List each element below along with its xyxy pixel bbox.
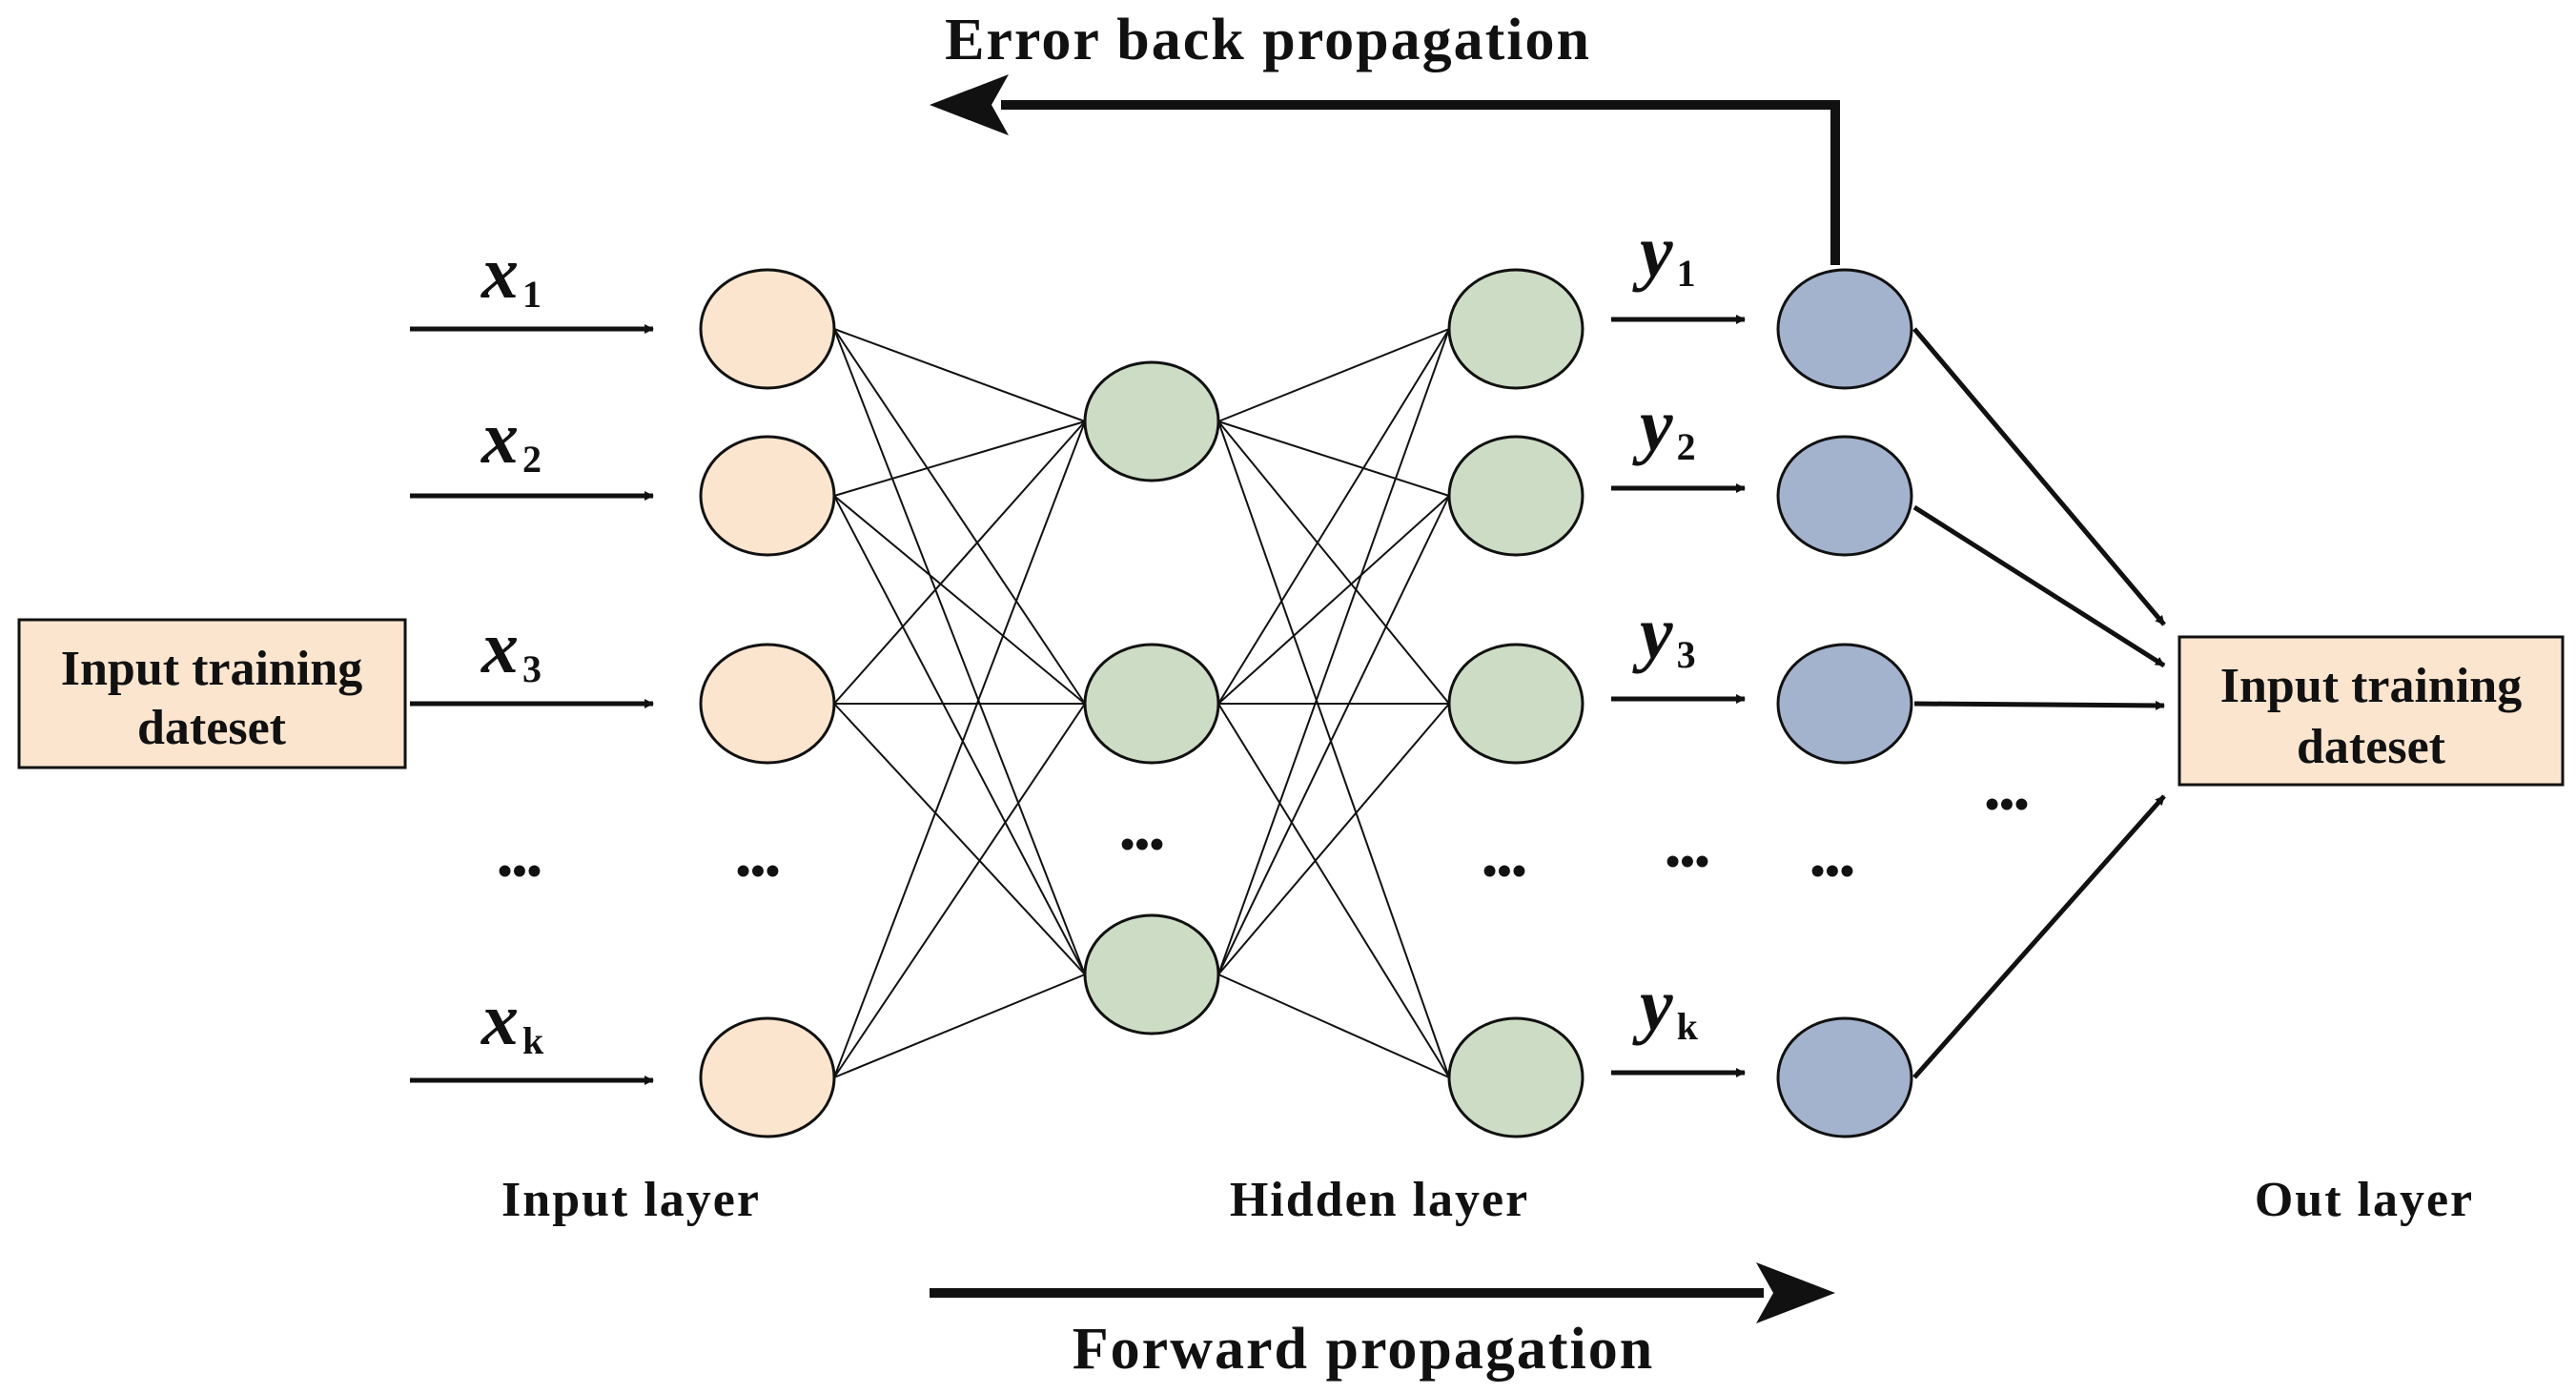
output-node-1 bbox=[1776, 268, 1913, 390]
connection-hidden1-0-hidden2-1 bbox=[1217, 420, 1450, 497]
svg-text:x1: x1 bbox=[480, 231, 542, 316]
ellipsis-to-box: ••• bbox=[1985, 781, 2029, 828]
input-node-4 bbox=[699, 1016, 836, 1138]
hidden2-node-1 bbox=[1447, 268, 1584, 390]
connection-hidden1-1-hidden2-1 bbox=[1217, 495, 1450, 705]
hidden1-node-2 bbox=[1083, 643, 1220, 765]
hidden2-node-3 bbox=[1447, 643, 1584, 765]
svg-text:yk: yk bbox=[1632, 963, 1699, 1048]
ellipsis-inputs: ••• bbox=[498, 848, 542, 894]
ellipsis-markers: ••• ••• ••• ••• ••• ••• ••• bbox=[498, 781, 2029, 894]
ellipsis-input-layer: ••• bbox=[736, 848, 780, 894]
connection-hidden1-0-hidden2-2 bbox=[1217, 420, 1450, 705]
output-node-3 bbox=[1776, 643, 1913, 765]
connection-input-1-hidden1-0 bbox=[833, 420, 1086, 497]
connection-hidden1-0-hidden2-0 bbox=[1217, 328, 1450, 422]
hidden1-node-3 bbox=[1083, 913, 1220, 1035]
input-box-line1: Input training bbox=[61, 642, 362, 696]
hidden1-node-1 bbox=[1083, 360, 1220, 482]
connection-hidden1-0-hidden2-3 bbox=[1217, 420, 1450, 1078]
connection-input-1-hidden1-1 bbox=[833, 495, 1086, 705]
ellipsis-output-layer: ••• bbox=[1810, 848, 1854, 894]
output-box-line2: dateset bbox=[2297, 720, 2446, 774]
output-to-box-arrows bbox=[1912, 327, 2166, 1079]
connection-input-1-hidden1-2 bbox=[833, 495, 1086, 975]
input-training-dataset-box: Input training dateset bbox=[17, 618, 407, 769]
forward-propagation-arrow bbox=[930, 1262, 1835, 1323]
connection-input-2-hidden1-0 bbox=[833, 420, 1086, 705]
connection-input-3-hidden1-1 bbox=[833, 703, 1086, 1078]
svg-text:y3: y3 bbox=[1632, 591, 1696, 676]
connection-lines bbox=[833, 328, 1450, 1078]
connection-hidden1-1-hidden2-0 bbox=[1217, 328, 1450, 705]
connection-hidden1-1-hidden2-3 bbox=[1217, 703, 1450, 1078]
ellipsis-hidden2: ••• bbox=[1482, 848, 1526, 894]
svg-text:y1: y1 bbox=[1632, 210, 1696, 295]
hidden2-node-2 bbox=[1447, 435, 1584, 557]
input-node-3 bbox=[699, 643, 836, 765]
output-training-dataset-box: Input training dateset bbox=[2177, 635, 2565, 787]
connection-input-3-hidden1-0 bbox=[833, 420, 1086, 1078]
output-node-4 bbox=[1776, 1016, 1913, 1138]
error-back-propagation-title: Error back propagation bbox=[945, 8, 1591, 72]
network-nodes bbox=[699, 268, 1913, 1138]
svg-text:x3: x3 bbox=[480, 605, 542, 690]
input-box-line2: dateset bbox=[137, 701, 287, 755]
connection-input-3-hidden1-2 bbox=[833, 974, 1086, 1078]
connection-hidden1-2-hidden2-0 bbox=[1217, 328, 1450, 975]
input-node-2 bbox=[699, 435, 836, 557]
ellipsis-outputs: ••• bbox=[1666, 838, 1709, 885]
input-layer-label: Input layer bbox=[501, 1173, 761, 1227]
svg-text:xk: xk bbox=[480, 977, 544, 1062]
ellipsis-hidden1: ••• bbox=[1120, 821, 1164, 868]
connection-hidden1-2-hidden2-2 bbox=[1217, 703, 1450, 975]
output-box-line1: Input training bbox=[2220, 659, 2522, 713]
connection-input-0-hidden1-2 bbox=[833, 328, 1086, 975]
out-layer-label: Out layer bbox=[2255, 1173, 2474, 1227]
hidden2-node-4 bbox=[1447, 1016, 1584, 1138]
svg-text:x2: x2 bbox=[480, 396, 542, 481]
input-node-1 bbox=[699, 268, 836, 390]
connection-input-0-hidden1-1 bbox=[833, 328, 1086, 705]
svg-text:y2: y2 bbox=[1632, 383, 1696, 468]
forward-propagation-title: Forward propagation bbox=[1073, 1317, 1654, 1382]
error-back-propagation-arrow bbox=[930, 74, 1840, 265]
connection-hidden1-2-hidden2-1 bbox=[1217, 495, 1450, 975]
output-node-2 bbox=[1776, 435, 1913, 557]
connection-input-0-hidden1-0 bbox=[833, 328, 1086, 422]
connection-input-2-hidden1-2 bbox=[833, 703, 1086, 975]
hidden-layer-label: Hidden layer bbox=[1230, 1173, 1529, 1227]
connection-hidden1-2-hidden2-3 bbox=[1217, 974, 1450, 1078]
